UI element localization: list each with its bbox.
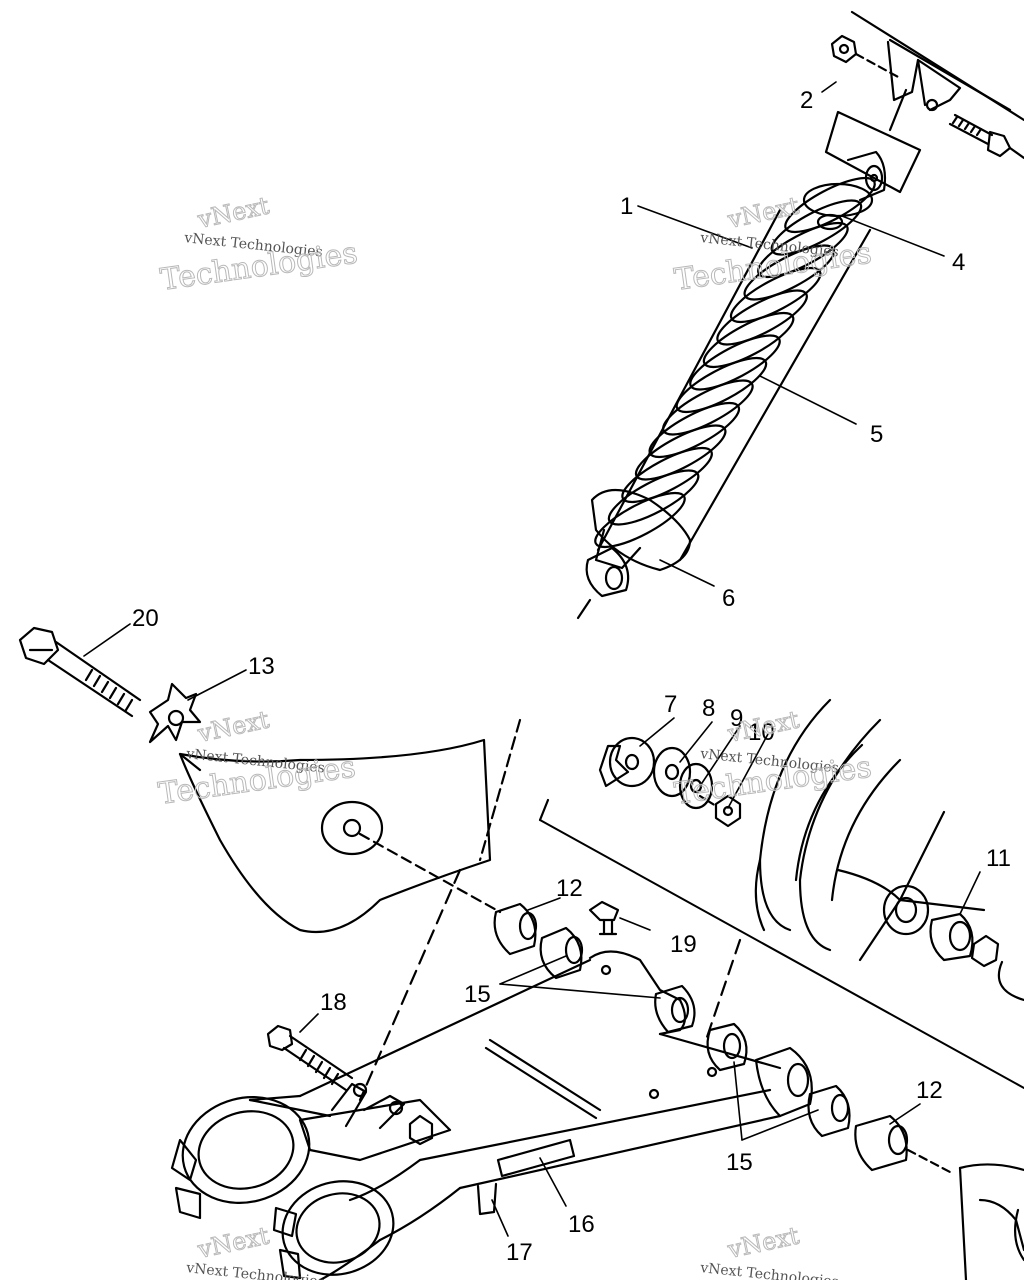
shock-absorber [576,150,887,620]
nut-part-2 [830,34,902,80]
pivot-bolt-part-20 [18,626,142,718]
callout-13: 13 [248,653,275,680]
guard-plate [178,718,522,934]
watermark-company: vNext Technologies [699,1260,840,1280]
callout-9: 9 [730,705,743,732]
callout-labels: 1 2 4 5 6 7 8 9 10 11 12 12 13 15 15 16 … [132,87,1011,1266]
watermark-brand: vNext [194,1221,272,1264]
wheel-tire [754,698,1024,1002]
coil-spring [594,176,876,549]
watermark-group-top-right: vNext vNext Technologies Technologies [672,191,874,298]
callout-12-upper: 12 [556,875,583,902]
callout-20: 20 [132,605,159,632]
callout-7: 7 [664,691,677,718]
star-washer-part-13 [148,682,202,744]
watermark-brand: vNext [724,191,802,234]
callout-12-lower: 12 [916,1077,943,1104]
leader-lines [83,81,981,1237]
watermark-company: vNext Technologies [185,1260,326,1280]
watermark-brand: vNext [194,191,272,234]
bushing-lower [807,1084,952,1174]
watermark-group-top-left: vNext vNext Technologies Technologies [158,191,360,298]
spindle-clamp-rings [170,1096,395,1280]
callout-1: 1 [620,193,633,220]
spring-coil [594,491,686,549]
callout-18: 18 [320,989,347,1016]
callout-10: 10 [748,719,775,746]
grease-fitting-part-19 [588,900,620,936]
callout-16: 16 [568,1211,595,1238]
shock-lower-mount [248,1082,452,1162]
watermark-group-bottom-right: vNext vNext Technologies [699,1221,840,1280]
watermark-brand: vNext [194,705,272,748]
callout-19: 19 [670,931,697,958]
mount-bolt [925,98,1024,160]
watermark-brand: vNext [724,1221,802,1264]
bolt-part-18 [266,1024,354,1092]
callout-2: 2 [800,87,813,114]
spindle-right [958,1163,1024,1280]
a-arm [248,950,813,1280]
callout-8: 8 [702,695,715,722]
bushing-upper [358,832,584,980]
callout-11: 11 [986,845,1011,872]
callout-15-upper: 15 [464,981,491,1008]
callout-6: 6 [722,585,735,612]
callout-4: 4 [952,249,965,276]
callout-5: 5 [870,421,883,448]
frame-mount-bracket [824,10,1024,194]
callout-17: 17 [506,1239,533,1266]
callout-15-lower: 15 [726,1149,753,1176]
